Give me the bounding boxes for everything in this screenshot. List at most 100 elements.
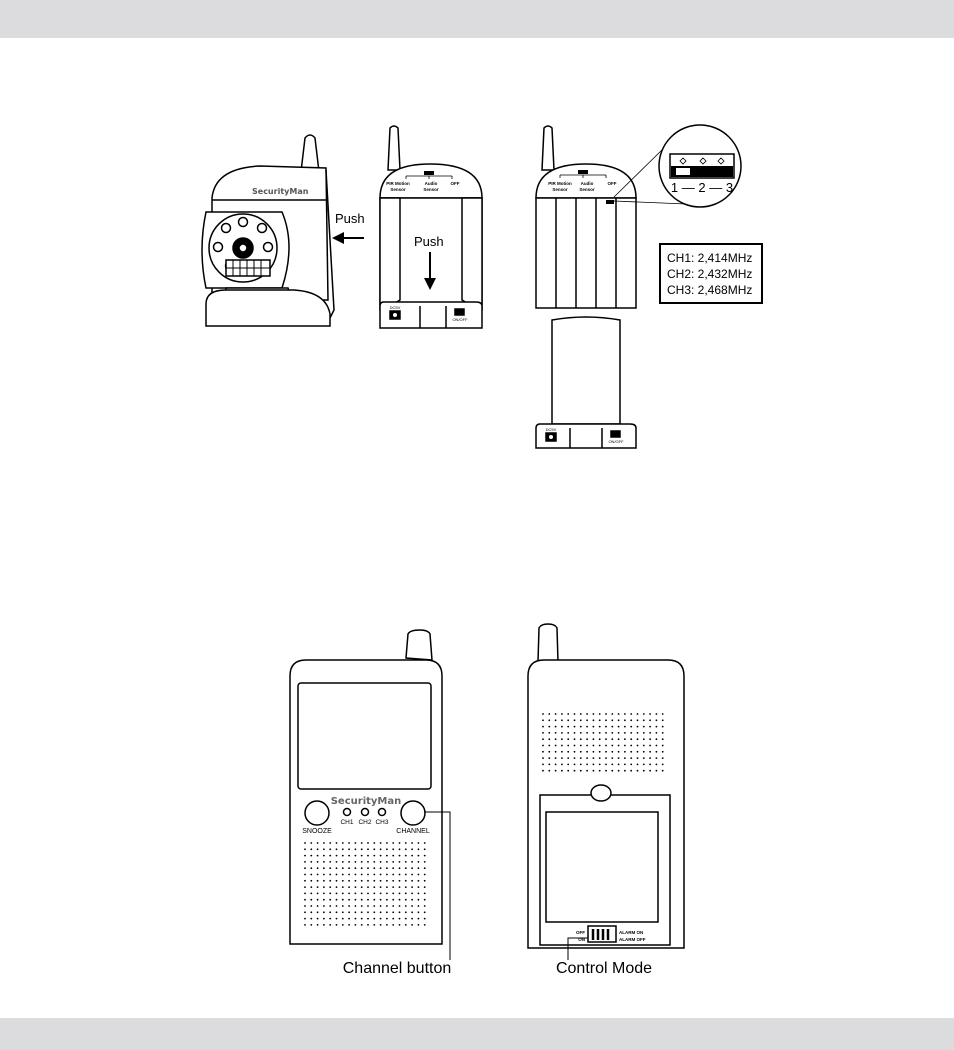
grille-dot [392, 911, 395, 914]
bottom-band [0, 1018, 954, 1050]
grille-dot [335, 886, 338, 888]
grille-dot [379, 886, 382, 888]
grille-dot [611, 750, 614, 753]
grille-dot [661, 769, 664, 772]
grille-dot [404, 879, 407, 882]
grille-dot [304, 848, 306, 851]
grille-dot [573, 725, 576, 728]
grille-dot [411, 886, 413, 888]
grille-dot [386, 867, 388, 870]
grille-dot [392, 886, 395, 888]
switch-label-alarm-on: ALARM ON [619, 930, 643, 935]
grille-dot [423, 892, 426, 895]
camera-side-view [201, 134, 335, 327]
grille-dot [567, 769, 570, 772]
grille-dot [386, 892, 388, 895]
grille-dot [404, 911, 407, 914]
grille-dot [392, 873, 395, 876]
grille-dot [636, 769, 639, 772]
grille-dot [379, 879, 382, 882]
grille-dot [379, 892, 382, 895]
grille-dot [329, 879, 332, 882]
grille-dot [598, 769, 601, 772]
receiver-back-antenna-icon [537, 623, 559, 663]
grille-dot [598, 757, 601, 759]
grille-dot [417, 898, 420, 901]
receiver-screen [297, 682, 432, 790]
grille-dot [598, 750, 601, 753]
grille-dot [624, 719, 626, 722]
grille-dot [579, 744, 582, 747]
channel-button[interactable] [400, 800, 426, 826]
grille-dot [655, 769, 658, 772]
grille-dot [386, 873, 388, 876]
grille-dot [367, 861, 369, 863]
grille-dot [316, 892, 319, 895]
grille-dot [423, 861, 426, 863]
channel-switch-label-pir: PIR Motion [548, 181, 572, 186]
grille-dot [386, 898, 388, 901]
grille-dot [617, 732, 620, 734]
grille-dot [367, 924, 369, 926]
grille-dot [373, 892, 376, 895]
channel-antenna-icon [541, 125, 555, 171]
grille-dot [579, 750, 582, 753]
grille-dot [329, 873, 332, 876]
grille-dot [561, 738, 563, 741]
grille-dot [554, 719, 557, 722]
grille-dot [636, 750, 639, 753]
grille-dot [592, 769, 595, 772]
grille-dot [386, 861, 388, 863]
grille-dot [592, 757, 595, 759]
grille-dot [661, 757, 664, 759]
grille-dot [386, 842, 388, 844]
grille-dot [542, 750, 544, 753]
channel-label: CHANNEL [396, 828, 430, 835]
grille-dot [335, 854, 338, 857]
grille-dot [586, 713, 588, 715]
grille-dot [398, 867, 401, 870]
grille-dot [423, 873, 426, 876]
grille-dot [348, 911, 350, 914]
grille-dot [379, 898, 382, 901]
grille-dot [411, 892, 413, 895]
grille-dot [348, 879, 350, 882]
dip-switch-numbers: 1 — 2 — 3 [671, 180, 733, 195]
grille-dot [348, 873, 350, 876]
grille-dot [592, 744, 595, 747]
grille-dot [316, 898, 319, 901]
receiver-front-view [289, 629, 443, 945]
grille-dot [354, 905, 357, 907]
channel-power-label: ON/OFF [608, 439, 624, 444]
grille-dot [335, 911, 338, 914]
grille-dot [661, 750, 664, 753]
grille-dot [310, 854, 313, 857]
grille-dot [617, 719, 620, 722]
grille-dot [367, 842, 369, 844]
grille-dot [310, 879, 313, 882]
grille-dot [323, 917, 325, 920]
grille-dot [649, 750, 651, 753]
grille-dot [373, 873, 376, 876]
grille-dot [642, 725, 645, 728]
grille-dot [655, 713, 658, 715]
grille-dot [386, 879, 388, 882]
grille-dot [579, 732, 582, 734]
grille-dot [605, 713, 607, 715]
grille-dot [611, 713, 614, 715]
grille-dot [360, 879, 363, 882]
grille-dot [398, 848, 401, 851]
grille-dot [354, 842, 357, 844]
grille-dot [548, 732, 551, 734]
grille-dot [554, 750, 557, 753]
grille-dot [567, 757, 570, 759]
grille-dot [310, 861, 313, 863]
grille-dot [542, 738, 544, 741]
grille-dot [398, 898, 401, 901]
grille-dot [310, 911, 313, 914]
grille-dot [367, 854, 369, 857]
grille-dot [548, 725, 551, 728]
grille-dot [341, 867, 344, 870]
camera-channel-view [535, 124, 742, 449]
grille-dot [341, 873, 344, 876]
